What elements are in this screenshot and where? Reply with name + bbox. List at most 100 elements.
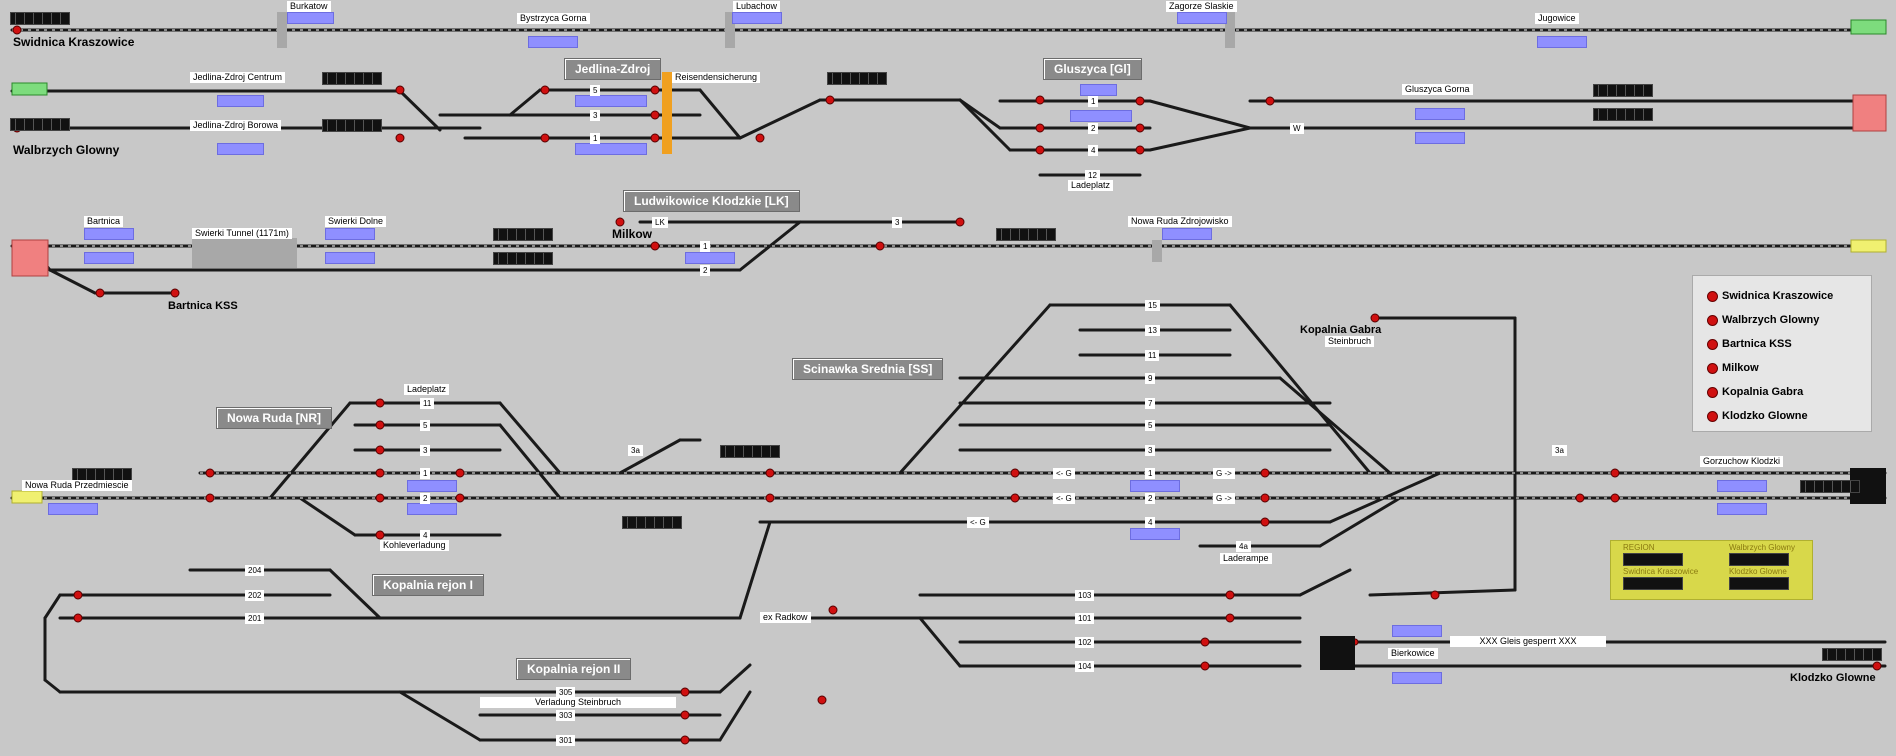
- counter-display: [493, 228, 553, 241]
- label-jugowice: Jugowice: [1535, 13, 1579, 24]
- track-label: 9: [1145, 373, 1156, 384]
- platform: [217, 95, 264, 107]
- counter-display: [322, 119, 382, 132]
- label-jedlina-centrum: Jedlina-Zdroj Centrum: [190, 72, 286, 83]
- signal-icon: [1707, 338, 1718, 350]
- reisenden-marker: [662, 72, 672, 154]
- platform: [1162, 228, 1212, 240]
- label-gleis-gesperrt: XXX Gleis gesperrt XXX: [1450, 636, 1606, 647]
- label-verladung: Verladung Steinbruch: [480, 697, 676, 708]
- label-burkatow: Burkatow: [287, 1, 331, 12]
- platform: [84, 252, 134, 264]
- counter-display: [1822, 648, 1882, 661]
- track-label: 103: [1075, 590, 1095, 601]
- platform: [84, 228, 134, 240]
- track-label: 1: [1145, 468, 1156, 479]
- counter-display: [996, 228, 1056, 241]
- platform: [407, 480, 457, 492]
- region-caption: Klodzko Glowne: [1729, 567, 1787, 576]
- platform: [1537, 36, 1587, 48]
- counter-display: [10, 12, 70, 25]
- platform: [575, 95, 647, 107]
- track-label: 2: [1145, 493, 1156, 504]
- legend-item[interactable]: Bartnica KSS: [1693, 332, 1871, 356]
- platform: [1177, 12, 1227, 24]
- switch-marks: [12, 29, 1885, 499]
- region-caption: Walbrzych Glowny: [1729, 543, 1795, 552]
- platform: [325, 228, 375, 240]
- track-label: 1: [590, 133, 601, 144]
- track-label: 15: [1145, 300, 1160, 311]
- station-klodzko[interactable]: Klodzko Glowne: [1790, 672, 1876, 684]
- signal-icon: [1707, 386, 1718, 398]
- label-reisenden: Reisendensicherung: [672, 72, 761, 83]
- track-label: 11: [420, 398, 435, 409]
- region-display[interactable]: [1623, 553, 1683, 566]
- label-bystrzyca: Bystrzyca Gorna: [517, 13, 590, 24]
- banner-gluszyca[interactable]: Gluszyca [Gl]: [1043, 58, 1142, 80]
- banner-kopalnia1[interactable]: Kopalnia rejon I: [372, 574, 485, 596]
- banner-scinawka[interactable]: Scinawka Srednia [SS]: [792, 358, 944, 380]
- platform: [1070, 110, 1132, 122]
- exit-markers: [11, 19, 1887, 670]
- region-display[interactable]: [1729, 577, 1789, 590]
- platform: [1717, 480, 1767, 492]
- signals: [12, 25, 1882, 745]
- banner-ludwikowice[interactable]: Ludwikowice Klodzkie [LK]: [623, 190, 800, 212]
- platform: [528, 36, 578, 48]
- platform: [575, 143, 647, 155]
- track-label: 202: [245, 590, 265, 601]
- track-label: 3: [892, 217, 903, 228]
- divider: [277, 12, 287, 48]
- station-walbrzych[interactable]: Walbrzych Glowny: [13, 143, 120, 157]
- track-label: 11: [1145, 350, 1160, 361]
- label-gluszyca-gorna: Gluszyca Gorna: [1402, 84, 1473, 95]
- platform: [217, 143, 264, 155]
- track-label: 3: [420, 445, 431, 456]
- track-label: 1: [420, 468, 431, 479]
- track-label: 3: [1145, 445, 1156, 456]
- station-swidnica[interactable]: Swidnica Kraszowice: [13, 35, 135, 49]
- platform: [1130, 528, 1180, 540]
- track-label: 2: [420, 493, 431, 504]
- platform: [325, 252, 375, 264]
- platform: [287, 12, 334, 24]
- legend-item[interactable]: Swidnica Kraszowice: [1693, 284, 1871, 308]
- legend-item[interactable]: Kopalnia Gabra: [1693, 380, 1871, 404]
- banner-jedlina[interactable]: Jedlina-Zdroj: [564, 58, 662, 80]
- track-label: 4a: [1236, 541, 1251, 552]
- signal-icon: [1707, 362, 1718, 374]
- region-display[interactable]: [1729, 553, 1789, 566]
- signal-icon: [1707, 410, 1718, 422]
- track-label: 204: [245, 565, 265, 576]
- track-label: 4: [1088, 145, 1099, 156]
- legend-item[interactable]: Walbrzych Glowny: [1693, 308, 1871, 332]
- station-bartnica-kss[interactable]: Bartnica KSS: [168, 300, 238, 312]
- counter-display: [493, 252, 553, 265]
- banner-kopalnia2[interactable]: Kopalnia rejon II: [516, 658, 632, 680]
- platform: [685, 252, 735, 264]
- legend-item[interactable]: Milkow: [1693, 356, 1871, 380]
- station-kopalnia-gabra[interactable]: Kopalnia Gabra: [1300, 324, 1382, 336]
- track-label: G ->: [1213, 468, 1235, 479]
- station-milkow[interactable]: Milkow: [612, 227, 653, 241]
- label-ladeplatz-gl: Ladeplatz: [1068, 180, 1114, 191]
- track-label: 2: [700, 265, 711, 276]
- track-label: 301: [556, 735, 576, 746]
- track-label: 7: [1145, 398, 1156, 409]
- track-label: 3a: [628, 445, 643, 456]
- counter-display: [720, 445, 780, 458]
- track-label: 1: [1088, 96, 1099, 107]
- label-nowa-ruda-zdr: Nowa Ruda Zdrojowisko: [1128, 216, 1232, 227]
- tunnel-block: [192, 238, 297, 268]
- legend-item[interactable]: Klodzko Glowne: [1693, 404, 1871, 428]
- track-label: <- G: [1053, 468, 1075, 479]
- track-label: 5: [420, 420, 431, 431]
- counter-display: [1593, 84, 1653, 97]
- label-ex-radkow: ex Radkow: [760, 612, 811, 623]
- label-bierkowice: Bierkowice: [1388, 648, 1438, 659]
- label-bartnica: Bartnica: [84, 216, 124, 227]
- region-display[interactable]: [1623, 577, 1683, 590]
- banner-nowa-ruda[interactable]: Nowa Ruda [NR]: [216, 407, 332, 429]
